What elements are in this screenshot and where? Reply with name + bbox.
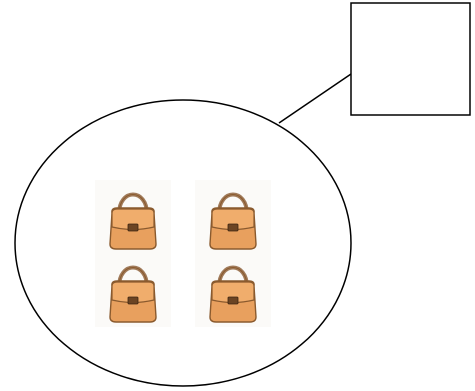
handbag-icon — [195, 253, 271, 327]
answer-box[interactable] — [350, 2, 471, 116]
handbag-icon — [95, 180, 171, 254]
set-ellipse — [14, 99, 352, 387]
connector-line — [278, 73, 352, 124]
set-items — [95, 180, 271, 327]
handbag-icon — [195, 180, 271, 254]
handbag-icon — [95, 253, 171, 327]
